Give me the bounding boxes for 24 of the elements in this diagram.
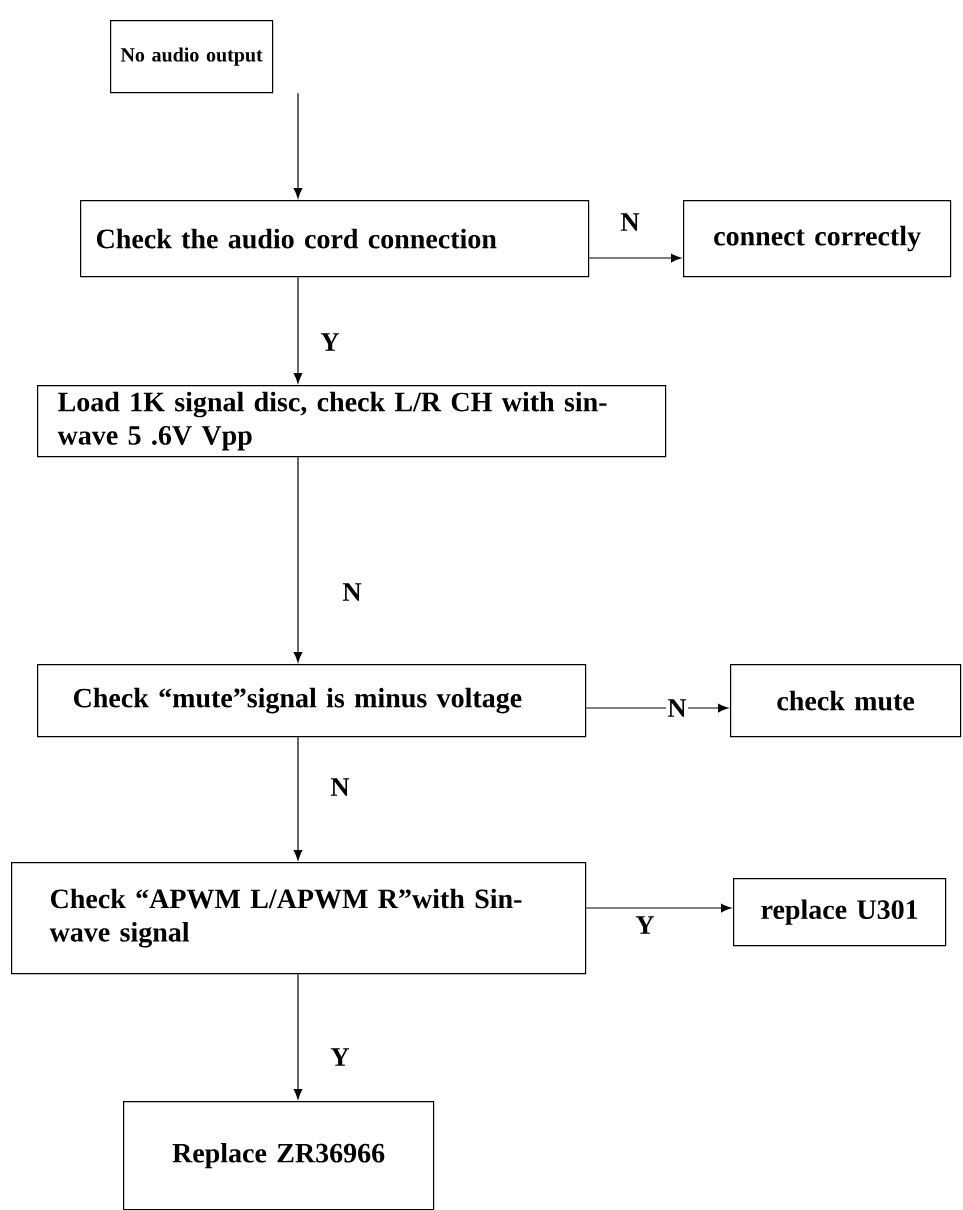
process-box: Check the audio cord connection	[80, 200, 590, 278]
arrow	[588, 253, 682, 263]
edge-label: N	[619, 211, 641, 233]
process-box: No audio output	[110, 20, 274, 94]
edge-label: Y	[634, 914, 656, 936]
process-box: Replace ZR36966	[123, 1101, 435, 1210]
arrow	[585, 903, 732, 913]
process-box: replace U301	[733, 878, 947, 947]
arrow	[293, 456, 303, 663]
edge-label: Y	[319, 331, 341, 353]
edge-label: N	[329, 776, 351, 798]
process-box: Check “mute”signal is minus voltage	[37, 664, 587, 738]
edge-label: N	[341, 581, 363, 603]
arrow	[293, 973, 303, 1100]
arrow	[293, 92, 303, 199]
arrow	[293, 736, 303, 861]
process-box: Check “APWM L/APWM R”with Sin-wave signal	[11, 862, 587, 975]
arrow	[293, 276, 303, 384]
process-box: connect correctly	[683, 200, 952, 278]
edge-label: Y	[329, 1046, 351, 1068]
process-box: Load 1K signal disc, check L/R CH with sin-wave 5 .6V Vpp	[37, 385, 667, 458]
arrow	[585, 703, 729, 713]
edge-label: N	[666, 697, 688, 719]
process-box: check mute	[730, 664, 962, 738]
